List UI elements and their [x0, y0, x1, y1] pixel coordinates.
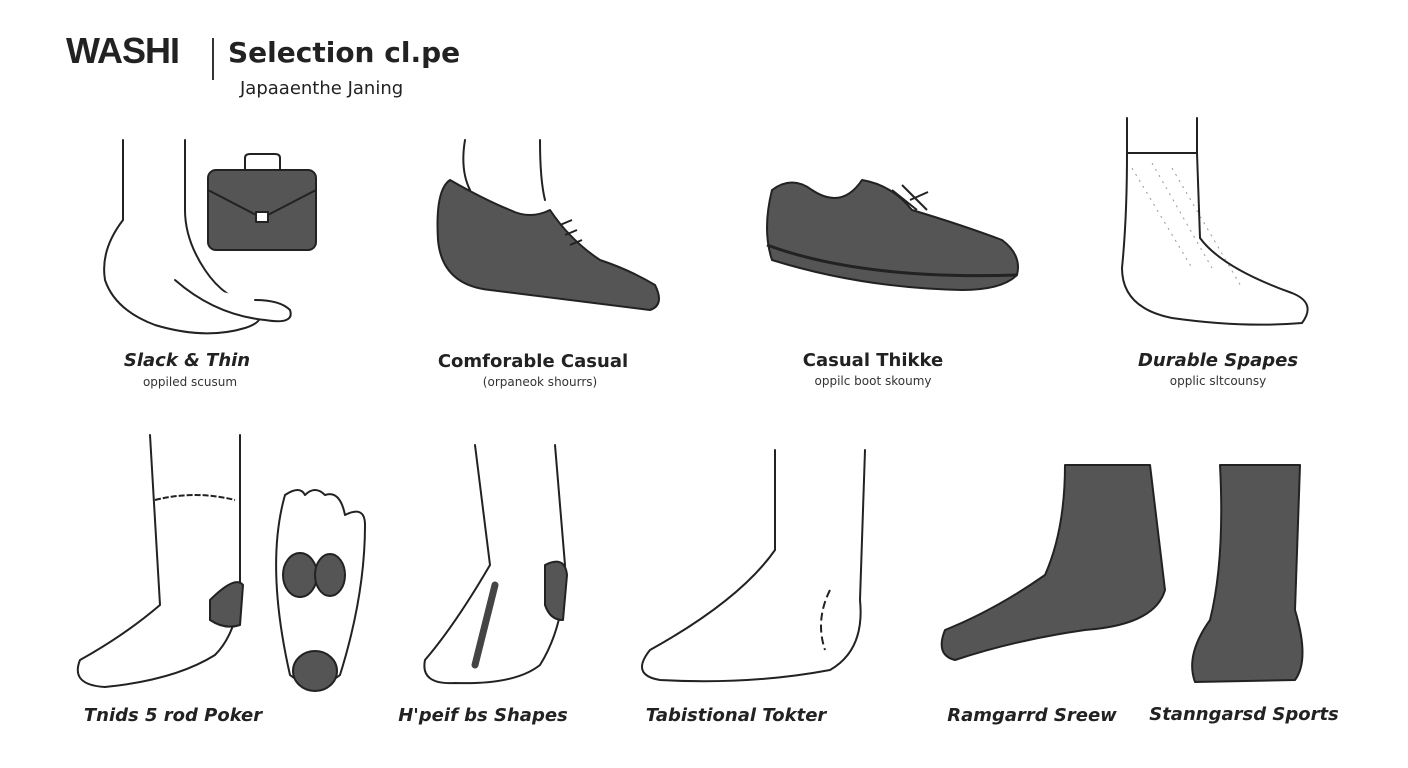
slip-on-shoe-icon	[436, 139, 660, 311]
tabi-foot-outline-icon	[641, 449, 866, 683]
dark-toe-sock-icon	[1191, 464, 1304, 683]
toe-sock-and-sole-icon	[76, 434, 366, 692]
dark-crew-sock-icon	[940, 464, 1166, 661]
item-label: Stanngarsd Sports	[1149, 704, 1339, 725]
item-label: Slack & Thin	[123, 350, 251, 371]
page-title: Selection cl.pe	[228, 36, 461, 69]
lace-up-shoe-icon	[766, 179, 1019, 291]
item-sublabel: oppilc boot skoumy	[814, 374, 932, 388]
item-label: H'peif bs Shapes	[398, 705, 568, 726]
header-divider	[212, 38, 214, 80]
item-label: Tabistional Tokter	[645, 705, 827, 726]
item-label: Ramgarrd Sreew	[947, 705, 1117, 726]
brand-logo: WASHI	[66, 30, 180, 71]
item-sublabel: oppiled scusum	[142, 375, 238, 389]
bare-foot-with-briefcase-icon	[103, 139, 317, 335]
item-label: Casual Thikke	[802, 350, 944, 371]
item-label: Comforable Casual	[437, 351, 629, 372]
mesh-sock-icon	[1121, 117, 1309, 326]
item-sublabel: (orpaneok shourrs)	[482, 375, 598, 389]
item-label: Tnids 5 rod Poker	[83, 705, 263, 726]
item-label: Durable Spapes	[1137, 350, 1299, 371]
page-subtitle: Japaaenthe Janing	[240, 78, 404, 99]
toe-separator-foot-icon	[423, 444, 568, 685]
item-sublabel: opplic sltcounsy	[1169, 374, 1267, 388]
